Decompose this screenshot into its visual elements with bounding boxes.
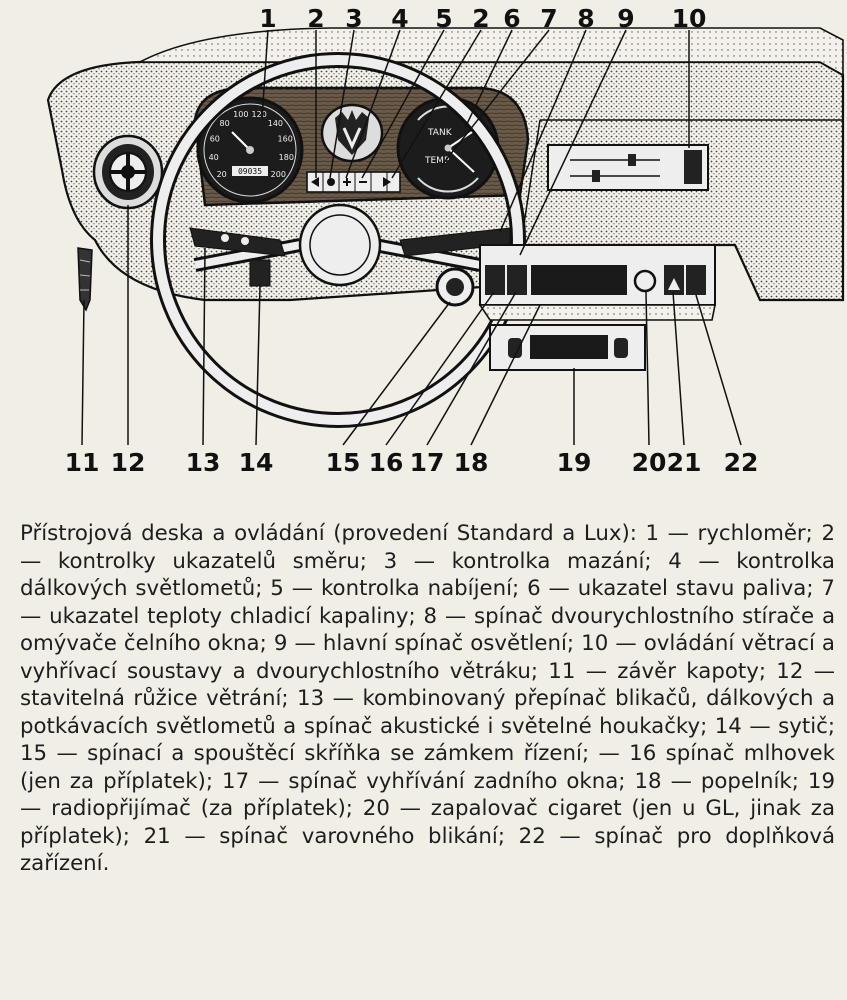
bottom-callout-20: 20	[632, 448, 667, 477]
choke-knob	[249, 259, 271, 287]
turn-signal-stalk	[189, 227, 286, 257]
top-callout-6: 6	[503, 4, 520, 33]
bottom-callout-19: 19	[557, 448, 592, 477]
tank-label: TANK	[427, 128, 453, 138]
odometer-readout: 09035	[238, 167, 262, 176]
speedo-tick-140: 140	[268, 119, 283, 128]
radio-unit	[489, 324, 646, 371]
figure-caption: Přístrojová deska a ovládání (provedení …	[20, 521, 835, 876]
center-console-panel	[479, 244, 716, 306]
bottom-callout-13: 13	[186, 448, 221, 477]
top-callout-7: 7	[540, 4, 557, 33]
warning-light-shield	[320, 103, 384, 163]
temp-label: TEMP	[424, 156, 450, 166]
vent-rose	[92, 134, 164, 210]
speedo-tick-40: 40	[209, 153, 219, 162]
ignition-switch	[435, 267, 475, 307]
speedo-tick-60: 60	[210, 135, 220, 144]
bottom-callout-18: 18	[454, 448, 489, 477]
heater-control-panel	[547, 144, 709, 191]
top-callout-8: 8	[577, 4, 594, 33]
speedo-tick-200: 200	[271, 170, 286, 179]
top-callout-10: 10	[672, 4, 707, 33]
speedo-tick-120: 120	[252, 110, 267, 119]
top-callout-1: 1	[259, 4, 276, 33]
bottom-callout-14: 14	[239, 448, 274, 477]
top-callout-2: 2	[472, 4, 489, 33]
bottom-callout-11: 11	[65, 448, 100, 477]
speedo-tick-80: 80	[220, 119, 230, 128]
bottom-callout-12: 12	[111, 448, 146, 477]
top-callout-4: 4	[391, 4, 408, 33]
hood-release-handle	[77, 247, 93, 312]
speedo-tick-100: 100	[233, 110, 248, 119]
top-callout-2: 2	[307, 4, 324, 33]
indicator-lamp-strip	[306, 171, 401, 193]
steering-wheel	[150, 52, 526, 428]
speedo-tick-180: 180	[279, 153, 294, 162]
speedo-tick-20: 20	[217, 170, 227, 179]
bottom-callout-15: 15	[326, 448, 361, 477]
bottom-callout-17: 17	[410, 448, 445, 477]
bottom-callout-16: 16	[369, 448, 404, 477]
top-callout-3: 3	[345, 4, 362, 33]
bottom-callout-22: 22	[724, 448, 759, 477]
top-callout-9: 9	[617, 4, 634, 33]
leader-lines	[81, 29, 742, 446]
top-callout-5: 5	[435, 4, 452, 33]
bottom-callout-21: 21	[667, 448, 702, 477]
speedo-tick-160: 160	[278, 135, 293, 144]
